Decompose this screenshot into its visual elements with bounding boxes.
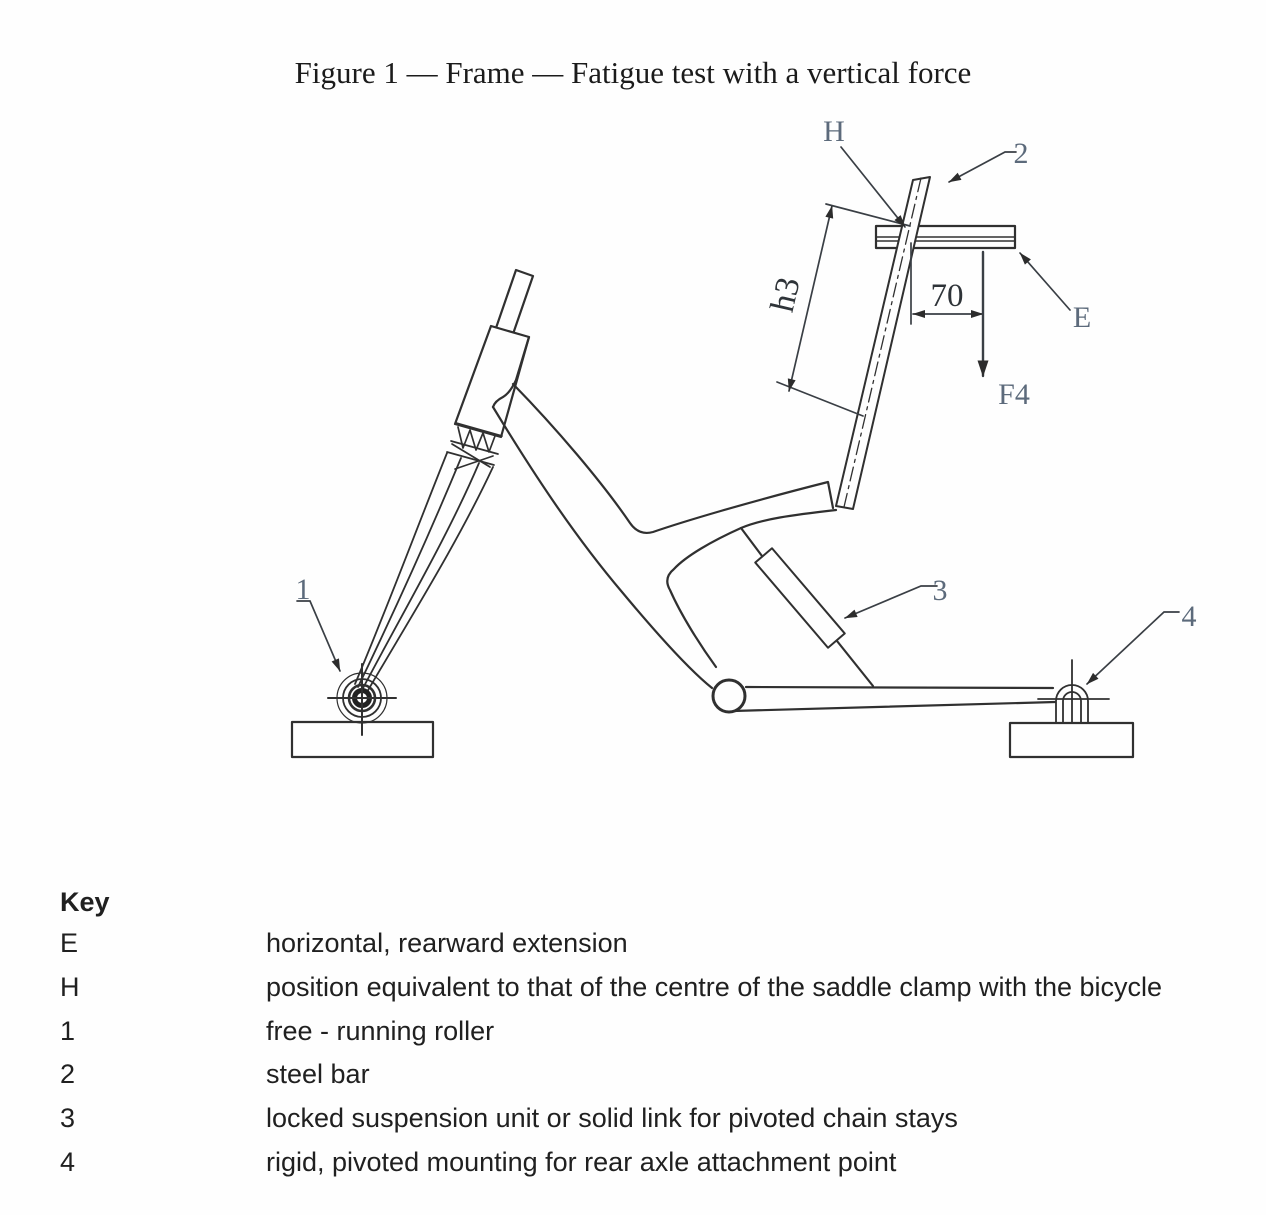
- key-description: free - running roller: [266, 1015, 495, 1046]
- key-description: locked suspension unit or solid link for…: [266, 1103, 958, 1134]
- label-suspension: 3: [933, 574, 948, 607]
- key-heading: Key: [60, 887, 110, 917]
- label-rear-mount: 4: [1182, 600, 1197, 633]
- key-row: 2 steel bar: [60, 1053, 1220, 1097]
- leader-4: [1086, 611, 1180, 685]
- bottom-bracket: [711, 678, 747, 714]
- key-row: E horizontal, rearward extension: [60, 922, 1220, 966]
- steel-bar: [835, 176, 931, 510]
- label-steel-bar: 2: [1014, 137, 1029, 170]
- key-symbol: 3: [60, 1103, 76, 1134]
- figure-title: Figure 1 — Frame — Fatigue test with a v…: [294, 55, 972, 90]
- seat-mast-bottom-edge: [666, 508, 838, 669]
- rear-support-block: [1008, 721, 1135, 759]
- leader-2: [948, 151, 1017, 183]
- down-tube-front-edge: [491, 405, 714, 690]
- key-row: 1 free - running roller: [60, 1010, 1220, 1054]
- front-roller: [327, 663, 397, 736]
- key-symbol: E: [60, 928, 79, 958]
- frame-drawing: [290, 176, 1135, 759]
- key-description: position equivalent to that of the centr…: [266, 971, 1163, 1002]
- dim-label-h3: h3: [764, 274, 808, 315]
- suspension-link-upper: [739, 526, 764, 558]
- key-symbol: H: [60, 971, 80, 1002]
- offset-70-dimension: [910, 242, 984, 325]
- down-tube-top-edge: [511, 382, 835, 535]
- label-roller: 1: [296, 573, 311, 606]
- suspension-link-lower: [835, 639, 875, 688]
- label-force-f4: F4: [998, 378, 1030, 411]
- leader-3: [844, 585, 938, 619]
- key-symbol: 2: [60, 1059, 76, 1090]
- leader-h: [840, 146, 906, 228]
- front-support-block: [290, 720, 435, 759]
- suspension-shock-body: [754, 547, 846, 649]
- fork-crown: [446, 422, 503, 470]
- key-symbol: 4: [60, 1146, 76, 1177]
- key-row: 3 locked suspension unit or solid link f…: [60, 1097, 1220, 1141]
- label-extension: E: [1073, 301, 1091, 334]
- key-row: 4 rigid, pivoted mounting for rear axle …: [60, 1141, 1220, 1185]
- label-h-point: H: [823, 115, 845, 148]
- dimensions-and-leaders: [296, 146, 1180, 685]
- dim-value-70: 70: [931, 278, 964, 314]
- key-description: rigid, pivoted mounting for rear axle at…: [266, 1146, 897, 1177]
- key-description: steel bar: [266, 1059, 370, 1090]
- chain-stay-top: [744, 685, 1055, 690]
- key-symbol: 1: [60, 1015, 76, 1046]
- key-description: horizontal, rearward extension: [266, 928, 628, 958]
- leader-e: [1019, 252, 1071, 311]
- steerer-tube: [494, 268, 535, 336]
- key-block: Key E horizontal, rearward extension H p…: [60, 882, 1220, 1185]
- leader-1: [296, 600, 341, 672]
- chain-stay-bottom: [731, 700, 1057, 713]
- fork-blade: [354, 452, 494, 693]
- key-row: H position equivalent to that of the cen…: [60, 966, 1220, 1010]
- head-tube: [453, 324, 531, 439]
